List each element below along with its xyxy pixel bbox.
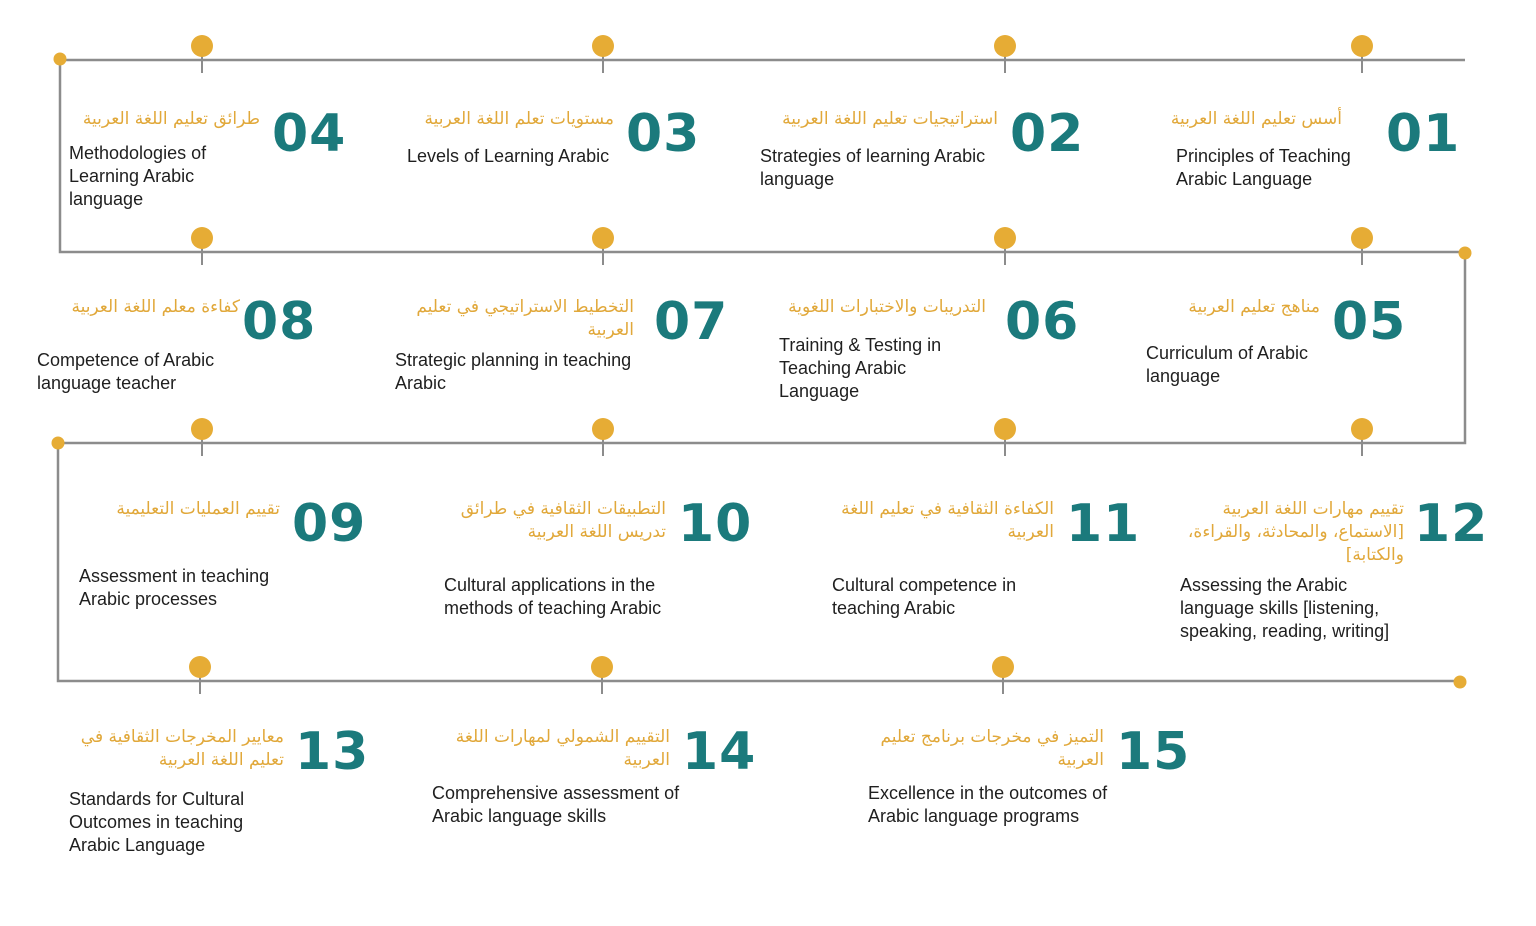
item-arabic-title: التطبيقات الثقافية في طرائق تدريس اللغة … [460,499,666,542]
milestone-dot [994,418,1016,440]
item-english-title: Cultural applications in the methods of … [444,575,662,618]
item-number: 13 [295,722,370,782]
item-english-title: Levels of Learning Arabic [407,146,610,166]
timeline-item-09: 09 تقييم العمليات التعليمية Assessment i… [60,498,500,698]
timeline-endpoint-dot [51,436,65,450]
timeline-item-14: 14 التقييم الشمولي لمهارات اللغة العربية… [410,726,850,926]
item-arabic-title: تقييم مهارات اللغة العربية [الاستماع، وا… [1187,499,1404,565]
milestone-dot [191,227,213,249]
timeline-item-13: 13 معايير المخرجات الثقافية في تعليم الل… [40,726,480,926]
timeline-endpoint-dot [1458,246,1472,260]
milestone-dot [1351,227,1373,249]
item-number: 12 [1414,494,1489,554]
milestone-dot [592,418,614,440]
item-arabic-title: مستويات تعلم اللغة العربية [424,109,615,129]
item-number: 08 [242,292,317,352]
milestone-dot [191,35,213,57]
item-number: 15 [1116,722,1191,782]
item-arabic-title: التخطيط الاستراتيجي في تعليم العربية [416,297,634,340]
item-english-title: Standards for Cultural Outcomes in teach… [69,789,245,855]
item-arabic-title: التميز في مخرجات برنامج تعليم العربية [880,727,1104,770]
item-english-title: Strategies of learning Arabic language [760,146,986,189]
timeline-item-08: 08 كفاءة معلم اللغة العربية Competence o… [20,296,460,496]
timeline-track [51,35,1472,694]
timeline-item-10: 10 التطبيقات الثقافية في طرائق تدريس الل… [420,498,860,698]
milestone-dot [189,656,211,678]
item-english-title: Competence of Arabic language teacher [37,350,215,393]
item-number: 09 [292,494,367,554]
item-number: 02 [1010,104,1085,164]
item-number: 14 [682,722,757,782]
item-number: 03 [626,104,701,164]
timeline-item-06: 06 التدريبات والاختبارات اللغوية Trainin… [740,296,1180,496]
milestone-dot [992,656,1014,678]
timeline-path [56,58,1467,683]
item-english-title: Assessing the Arabic language skills [li… [1180,575,1390,641]
item-english-title: Strategic planning in teaching Arabic [395,350,632,393]
item-arabic-title: أسس تعليم اللغة العربية [1170,109,1342,129]
milestone-dot [191,418,213,440]
item-arabic-title: الكفاءة الثقافية في تعليم اللغة العربية [841,499,1054,542]
milestone-dot [994,35,1016,57]
timeline-item-15: 15 التميز في مخرجات برنامج تعليم العربية… [840,726,1280,926]
milestone-dot [592,227,614,249]
item-english-title: Excellence in the outcomes of Arabic lan… [868,783,1108,826]
item-english-title: Cultural competence in teaching Arabic [832,575,1017,618]
item-english-title: Assessment in teaching Arabic processes [79,566,270,609]
item-number: 10 [678,494,753,554]
timeline-endpoint-dot [1453,675,1467,689]
milestone-dot [592,35,614,57]
item-english-title: Training & Testing in Teaching Arabic La… [779,335,942,401]
timeline-item-07: 07 التخطيط الاستراتيجي في تعليم العربية … [380,296,820,496]
item-arabic-title: تقييم العمليات التعليمية [116,499,280,519]
item-arabic-title: استراتيجيات تعليم اللغة العربية [782,109,998,129]
item-arabic-title: طرائق تعليم اللغة العربية [82,109,260,129]
item-arabic-title: كفاءة معلم اللغة العربية [71,297,240,317]
milestone-dot [1351,418,1373,440]
item-number: 06 [1005,292,1080,352]
milestone-dot [1351,35,1373,57]
timeline-item-11: 11 الكفاءة الثقافية في تعليم اللغة العرب… [800,498,1240,698]
item-number: 04 [272,104,347,164]
timeline-item-12: 12 تقييم مهارات اللغة العربية [الاستماع،… [1150,498,1536,698]
milestone-dot [994,227,1016,249]
item-arabic-title: التقييم الشمولي لمهارات اللغة العربية [455,727,670,770]
item-english-title: Principles of Teaching Arabic Language [1176,146,1351,189]
item-english-title: Curriculum of Arabic language [1146,343,1309,386]
item-number: 11 [1066,494,1141,554]
item-arabic-title: التدريبات والاختبارات اللغوية [788,297,986,317]
item-english-title: Methodologies of Learning Arabic languag… [69,143,207,209]
timeline-item-04: 04 طرائق تعليم اللغة العربية Methodologi… [40,108,480,308]
milestone-dot [591,656,613,678]
item-arabic-title: مناهج تعليم العربية [1188,297,1320,317]
item-arabic-title: معايير المخرجات الثقافية في تعليم اللغة … [80,727,284,770]
timeline-item-03: 03 مستويات تعلم اللغة العربية Levels of … [380,108,820,308]
item-number: 07 [654,292,729,352]
item-number: 01 [1386,104,1461,164]
item-english-title: Comprehensive assessment of Arabic langu… [432,783,680,826]
item-number: 05 [1332,292,1407,352]
timeline-item-01: 01 أسس تعليم اللغة العربية Principles of… [1136,108,1536,308]
timeline-item-02: 02 استراتيجيات تعليم اللغة العربية Strat… [730,108,1170,308]
timeline-endpoint-dot [53,52,67,66]
timeline-item-05: 05 مناهج تعليم العربية Curriculum of Ara… [1120,296,1536,496]
